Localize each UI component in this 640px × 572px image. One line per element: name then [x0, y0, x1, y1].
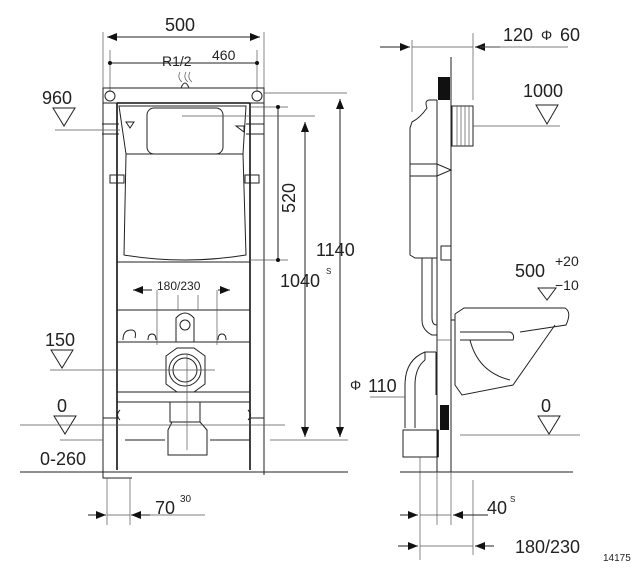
adjust-height-dimension: 1040 — [280, 271, 320, 291]
total-height-dimension: 1140 — [316, 240, 355, 260]
pipe-diameter-dimension: 60 — [560, 25, 580, 45]
depth-dimension: 120 — [503, 25, 533, 45]
front-bolt-spacing-dimension: 180/230 — [157, 279, 201, 293]
thread-label: R1/2 — [162, 53, 192, 69]
bowl-tolerance-minus: −10 — [555, 277, 579, 293]
level-1000: 1000 — [523, 81, 563, 101]
level-960: 960 — [42, 88, 72, 108]
level-150: 150 — [45, 330, 75, 350]
cistern-height-dimension: 520 — [279, 183, 299, 213]
drain-diameter-dimension: 110 — [368, 376, 397, 396]
foot-superscript: 30 — [180, 494, 192, 505]
drain-phi-symbol: Φ — [350, 377, 361, 393]
foot-dimension: 70 — [155, 498, 175, 518]
gap-superscript: S — [510, 495, 515, 504]
side-bolt-spacing-dimension: 180/230 — [515, 537, 580, 557]
front-view: 500 R1/2 460 180/230 — [20, 15, 355, 525]
adjust-height-superscript: S — [326, 267, 331, 276]
side-view: 120 Φ 60 1000 Φ 110 — [350, 25, 580, 560]
mount-spacing-dimension: 460 — [212, 47, 236, 63]
drawing-number: 14175 — [603, 553, 631, 564]
gap-dimension: 40 — [487, 498, 507, 518]
bowl-tolerance-plus: +20 — [555, 253, 579, 269]
phi-symbol: Φ — [541, 27, 552, 43]
floor-range-dimension: 0-260 — [40, 449, 86, 469]
bowl-height-dimension: 500 — [515, 261, 545, 281]
side-level-0: 0 — [541, 396, 551, 416]
front-level-0: 0 — [57, 396, 67, 416]
width-dimension: 500 — [165, 15, 195, 35]
